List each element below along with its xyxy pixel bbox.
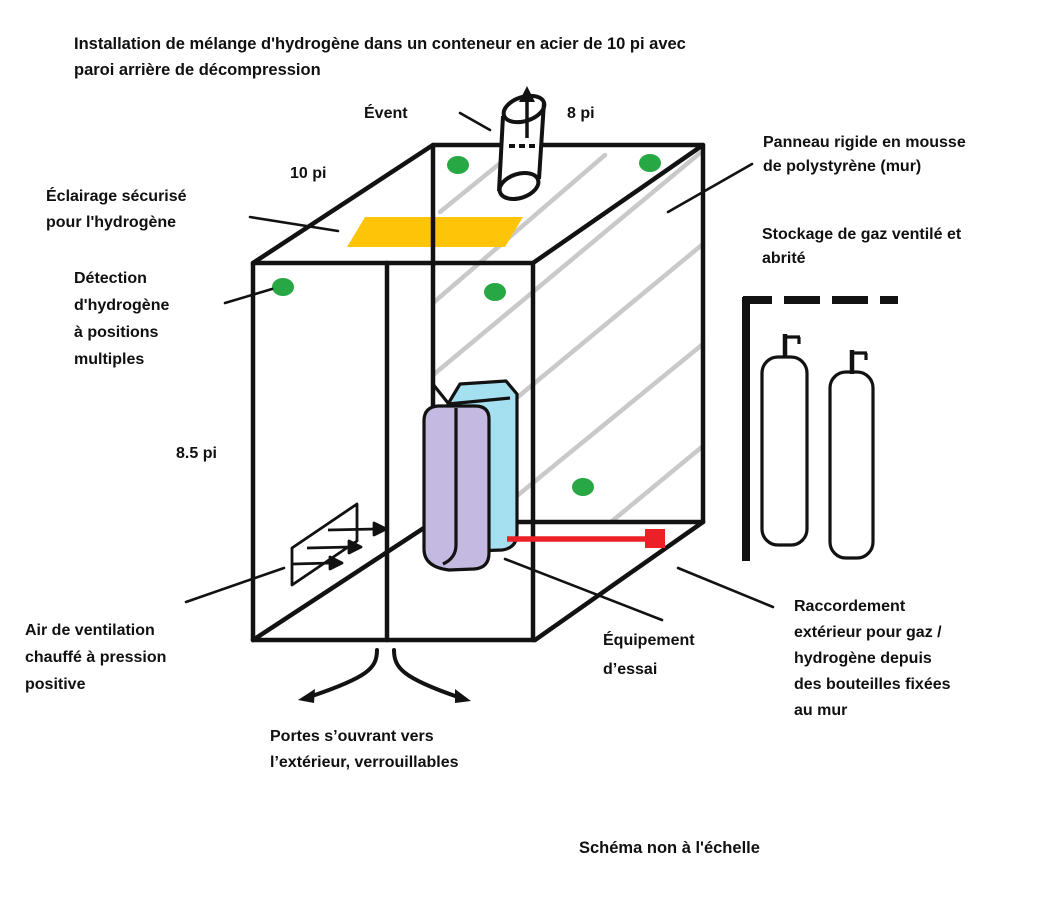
diagram-title: Installation de mélange d'hydrogène dans… [74,35,686,79]
vent-flow-arrow-icon [519,86,535,138]
gas-cylinder [828,350,875,560]
detector-dot [484,283,506,301]
vent-label: Évent [364,105,408,122]
ventilation-louver [290,502,388,587]
leader-lines [184,111,775,622]
gas-connection-label: Raccordement extérieur pour gaz / hydrog… [794,598,951,719]
leader-lighting [248,215,340,233]
vent-cylinder [497,86,547,201]
detection-label: Détection d'hydrogène à positions multip… [74,270,170,368]
gas-line-connector [645,529,665,548]
door-swing-arrow-right [392,648,460,699]
door-swing-arrow-left [310,648,379,698]
doors-label: Portes s’ouvrant vers l’extérieur, verro… [270,728,459,771]
leader-ventilation [184,566,286,604]
leader-equipment [503,557,664,622]
gas-storage-shelter [742,296,898,561]
leader-connection [676,566,775,609]
leader-vent [458,111,492,132]
floor-right-edge [532,519,706,643]
foam-panel-label: Panneau rigide en mousse de polystyrène … [763,134,966,175]
gas-supply-line [507,529,665,548]
lighting-label: Éclairage sécurisé pour l'hydrogène [46,188,187,231]
hidden-edge-dots [509,144,535,148]
test-equipment-label: Équipement d’essai [603,632,695,678]
test-equipment [422,379,519,572]
detector-dot [572,478,594,496]
detector-dot [447,156,469,174]
detector-dot [639,154,661,172]
leader-detection [223,287,274,305]
floor-left-edge [250,519,436,643]
dimension-height: 8.5 pi [176,445,217,462]
dimension-top-depth: 8 pi [567,105,595,122]
detector-dot [272,278,294,296]
hydrogen-detectors [272,154,661,496]
dimension-top-width: 10 pi [290,165,327,182]
not-to-scale-note: Schéma non à l'échelle [579,839,760,857]
gas-storage-label: Stockage de gaz ventilé et abrité [762,226,962,267]
gas-cylinder [760,334,809,547]
ventilation-label: Air de ventilation chauffé à pression po… [25,622,167,693]
door-swing-arrows [298,648,471,703]
leader-foam-panel [666,162,754,214]
